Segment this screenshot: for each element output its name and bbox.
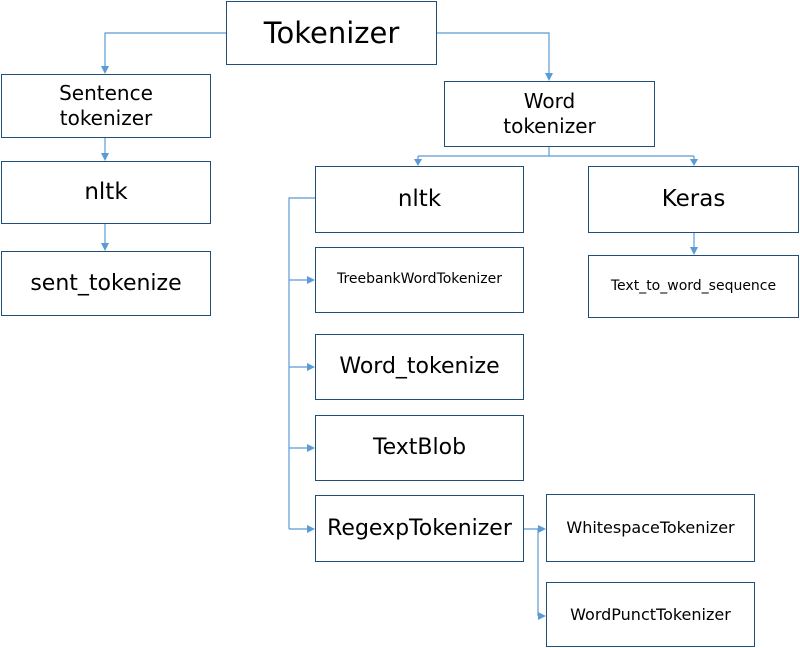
node-label: RegexpTokenizer [327, 515, 512, 541]
connector-regexp-children-trunk [524, 528, 539, 616]
connector-nltk-children-trunk [288, 197, 315, 529]
node-nltk-sentence: nltk [1, 161, 211, 224]
node-label: Text_to_word_sequence [610, 277, 777, 294]
node-label: WordPunctTokenizer [570, 604, 731, 624]
node-treebank-word-tokenizer: TreebankWordTokenizer [315, 247, 524, 313]
arrowhead [101, 243, 109, 251]
node-label: TextBlob [372, 435, 467, 461]
arrowhead [101, 66, 109, 74]
arrowhead [307, 276, 315, 284]
arrowhead [101, 153, 109, 161]
node-text-to-word-sequence: Text_to_word_sequence [588, 255, 799, 318]
node-label: Sentence tokenizer [59, 81, 153, 130]
node-sent-tokenize: sent_tokenize [1, 251, 211, 316]
node-label: WhitespaceTokenizer [566, 518, 735, 537]
arrowhead [307, 525, 315, 533]
node-label: Keras [661, 186, 726, 213]
arrowhead [690, 247, 698, 255]
node-whitespace-tokenizer: WhitespaceTokenizer [546, 494, 755, 562]
node-label: sent_tokenize [30, 270, 182, 296]
node-label: nltk [84, 179, 128, 206]
node-tokenizer: Tokenizer [226, 1, 437, 65]
arrowhead [414, 159, 422, 166]
node-keras: Keras [588, 166, 799, 233]
node-label: Tokenizer [263, 15, 400, 50]
node-nltk-word: nltk [315, 166, 524, 233]
arrowhead [545, 73, 553, 81]
arrowhead [538, 612, 546, 620]
node-word-tokenizer: Word tokenizer [444, 81, 655, 147]
node-label: nltk [397, 186, 442, 213]
node-regexp-tokenizer: RegexpTokenizer [315, 495, 524, 562]
arrowhead [538, 525, 546, 533]
connector-tokenizer-sentence [104, 32, 226, 67]
node-sentence-tokenizer: Sentence tokenizer [1, 74, 211, 138]
arrowhead [307, 363, 315, 371]
arrowhead [690, 159, 698, 166]
arrowhead [307, 444, 315, 452]
node-textblob: TextBlob [315, 415, 524, 481]
node-word-tokenize: Word_tokenize [315, 334, 524, 400]
node-label: Word tokenizer [503, 89, 596, 138]
node-label: Word_tokenize [339, 354, 500, 380]
node-wordpunct-tokenizer: WordPunctTokenizer [546, 582, 755, 647]
connector-tokenizer-word [437, 32, 550, 74]
node-label: TreebankWordTokenizer [336, 271, 503, 288]
